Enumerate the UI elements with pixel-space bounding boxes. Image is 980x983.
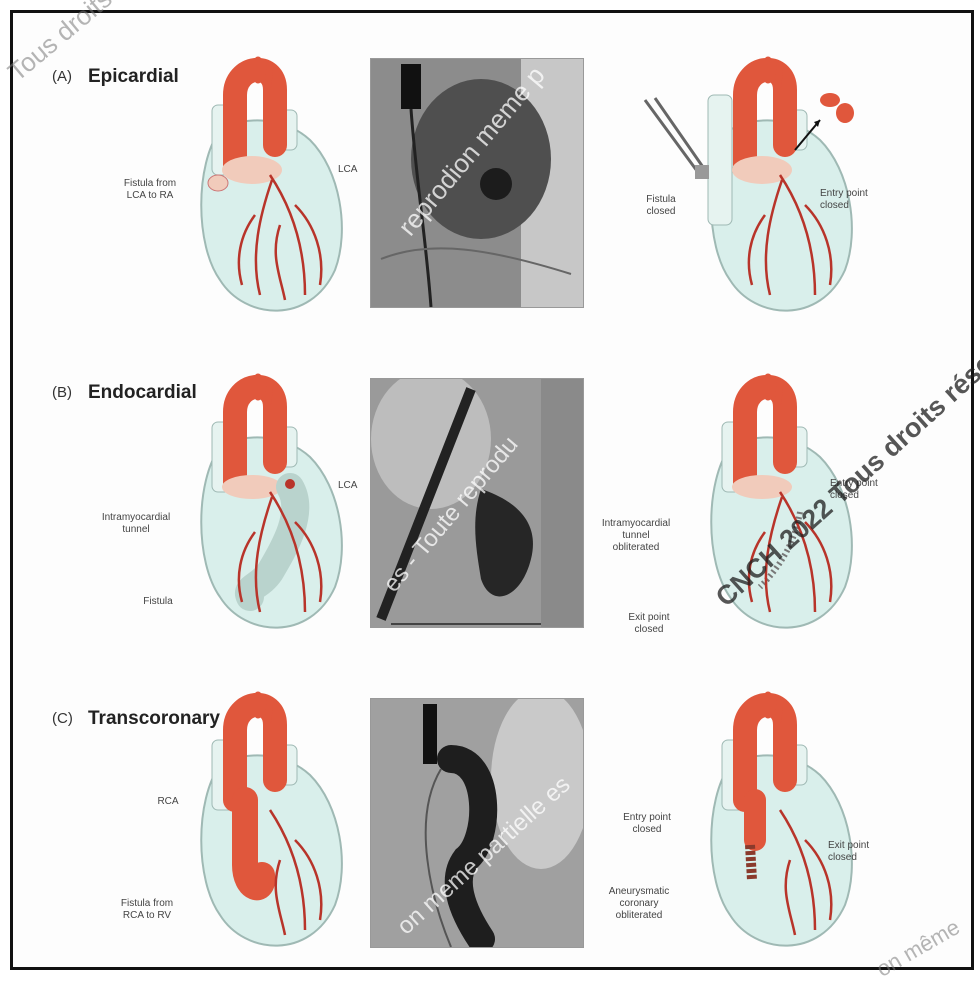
panel-a-label-fistula-lca-ra: Fistula from LCA to RA xyxy=(110,178,190,202)
panel-b-title: Endocardial xyxy=(88,382,197,404)
panel-b-label-tunnel-obliterated: Intramyocardial tunnel obliterated xyxy=(590,518,682,554)
panel-c-label-fistula-rca-rv: Fistula from RCA to RV xyxy=(104,898,190,922)
panel-b-label-exit-closed: Exit point closed xyxy=(616,612,682,636)
panel-c-right-heart-illustration xyxy=(700,690,860,960)
panel-c-label-aneurysmatic: Aneurysmatic coronary obliterated xyxy=(596,886,682,922)
excised-fistula-icon xyxy=(790,85,860,155)
panel-b-right-heart-illustration xyxy=(700,372,860,642)
panel-c-id: (C) xyxy=(52,710,73,727)
panel-a-left-heart-illustration xyxy=(190,55,350,325)
panel-c-left-heart-illustration xyxy=(190,690,350,960)
panel-a-id: (A) xyxy=(52,68,72,85)
panel-a-title: Epicardial xyxy=(88,66,179,88)
panel-c-label-entry-closed: Entry point closed xyxy=(612,812,682,836)
panel-a-angiogram-image xyxy=(370,58,584,308)
panel-a-label-entry-closed: Entry point closed xyxy=(820,188,900,212)
panel-c-angiogram-image xyxy=(370,698,584,948)
panel-b-id: (B) xyxy=(52,384,72,401)
panel-a-label-fistula-closed: Fistula closed xyxy=(628,194,694,218)
surgical-clamp-icon xyxy=(640,95,720,185)
panel-b-left-heart-illustration xyxy=(190,372,350,642)
panel-b-label-entry-closed: Entry point closed xyxy=(830,478,910,502)
panel-b-angiogram-image xyxy=(370,378,584,628)
panel-c-label-rca: RCA xyxy=(148,796,188,808)
panel-b-label-fistula: Fistula xyxy=(128,596,188,608)
panel-b-label-tunnel: Intramyocardial tunnel xyxy=(84,512,188,536)
panel-c-label-exit-closed: Exit point closed xyxy=(828,840,908,864)
